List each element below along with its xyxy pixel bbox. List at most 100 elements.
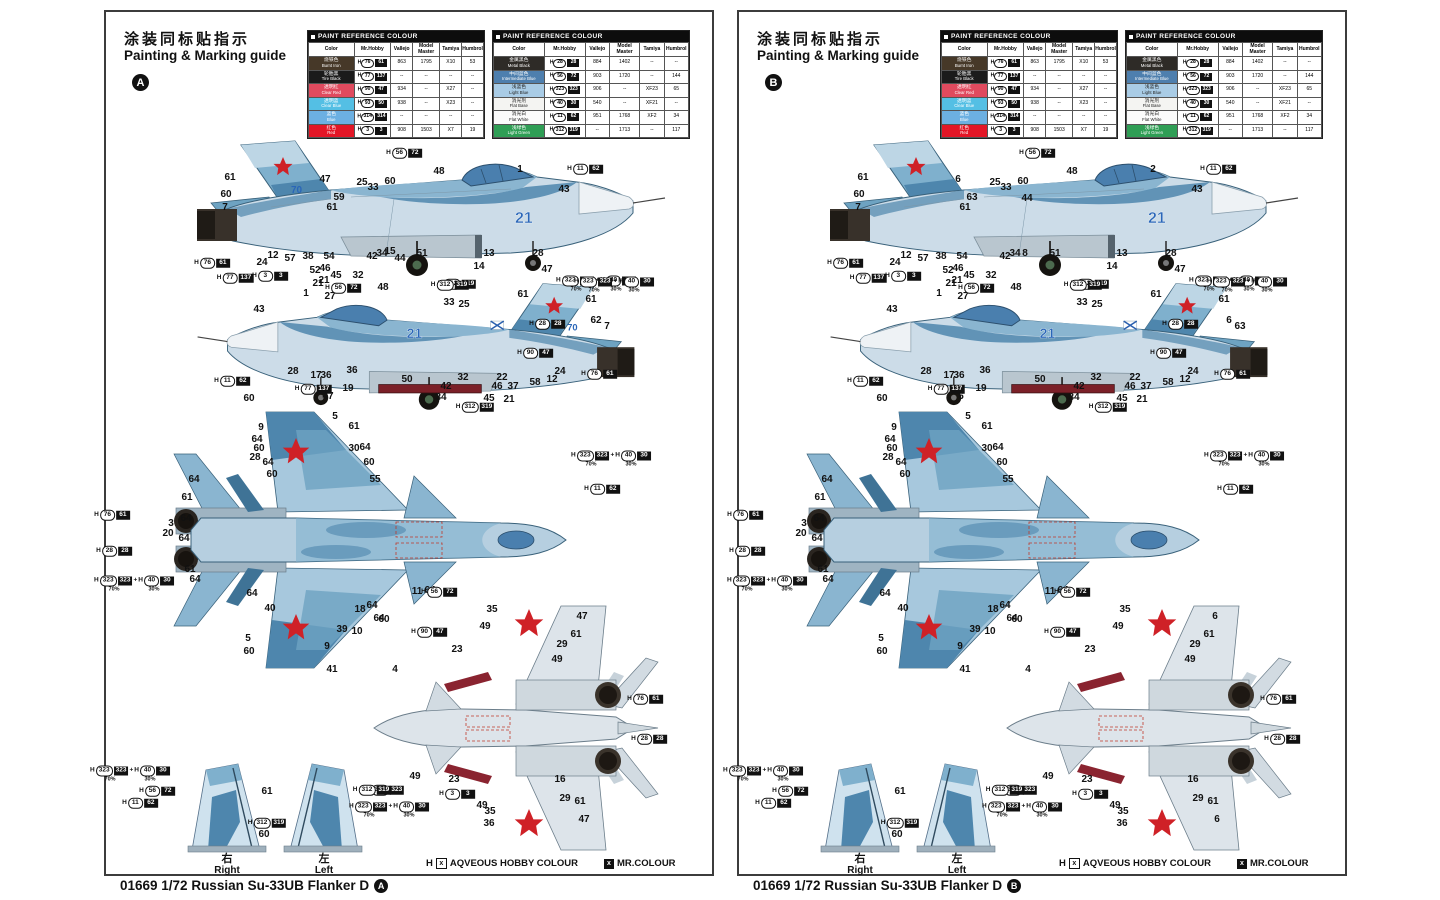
legend-h: H <box>1059 858 1066 869</box>
callout-number: 49 <box>476 800 488 811</box>
callout-number: 60 <box>243 646 255 657</box>
callout-number: 64 <box>188 474 200 485</box>
callout-number: 47 <box>322 391 334 402</box>
callout-number: 22 <box>1129 372 1141 383</box>
callout-number: 3 <box>168 518 174 529</box>
callout-number: 60 <box>876 646 888 657</box>
column-header: Model Master <box>1045 42 1074 57</box>
bottom-view-illustration <box>1006 605 1292 851</box>
callout-number: 61 <box>1218 294 1230 305</box>
callout-number: 2 <box>1150 164 1156 175</box>
callout-number: 58 <box>1162 377 1174 388</box>
red-star <box>282 614 310 640</box>
callout-number: 18 <box>354 604 366 615</box>
callout-number: 45 <box>330 270 342 281</box>
side-number: 21 <box>1148 210 1166 227</box>
flap-actuator <box>1077 672 1125 692</box>
callout-number: 6 <box>1226 315 1232 326</box>
callout-number: 57 <box>917 253 929 264</box>
callout-number: 21 <box>951 275 963 286</box>
callout-number: 62 <box>590 315 602 326</box>
red-star <box>1147 609 1177 637</box>
callout-number: 41 <box>326 664 338 675</box>
paint-value-cell: -- <box>584 123 611 138</box>
callout-number: 29 <box>1189 639 1201 650</box>
callout-number: 59 <box>333 192 345 203</box>
panel-a: 涂装同标贴指示 Painting & Marking guide A PAINT… <box>90 10 714 876</box>
callout-number: 61 <box>585 294 597 305</box>
panel-b: 涂装同标贴指示 Painting & Marking guide B PAINT… <box>723 10 1347 876</box>
column-header: Vallejo <box>1023 42 1047 57</box>
callout-number: 9 <box>957 641 963 652</box>
callout-number: 48 <box>1010 282 1022 293</box>
callout-number: 60 <box>996 457 1008 468</box>
footer-letter-badge: B <box>1007 878 1022 893</box>
paint-value-cell: 53 <box>461 56 484 71</box>
column-header: Model Master <box>1241 42 1274 57</box>
callout-number: 15 <box>384 246 396 257</box>
rudders-illustration <box>187 763 363 853</box>
callout-number: 45 <box>483 393 495 404</box>
callout-number: 18 <box>987 604 999 615</box>
paint-value-cell: 117 <box>663 123 690 138</box>
callout-number: 32 <box>457 372 469 383</box>
callout-number: 64 <box>251 434 263 445</box>
callout-number: 17 <box>943 370 955 381</box>
callout-number: 36 <box>320 370 332 381</box>
callout-number: 34 <box>376 248 388 259</box>
callout-number: 20 <box>795 528 807 539</box>
paint-value-cell: -- <box>1045 83 1074 98</box>
white-box-icon: x <box>435 858 447 869</box>
column-header: Tamiya <box>1272 42 1298 57</box>
red-star <box>514 609 544 637</box>
callout-number: 50 <box>1034 374 1046 385</box>
callout-number: 60 <box>253 443 265 454</box>
callout-number: 38 <box>935 251 947 262</box>
callout-number: 64 <box>884 434 896 445</box>
footer-text: 01669 1/72 Russian Su-33UB Flanker D <box>753 878 1003 893</box>
callout-number: 12 <box>900 250 912 261</box>
callout-number: 29 <box>556 639 568 650</box>
table-title: PAINT REFERENCE COLOUR <box>1126 31 1322 42</box>
callout-number: 33 <box>1000 182 1012 193</box>
callout-number: 51 <box>416 248 428 259</box>
callout-number: 35 <box>1119 604 1131 615</box>
callout-number: 49 <box>409 771 421 782</box>
red-star <box>915 438 943 464</box>
paint-value-cell: 540 <box>1217 96 1244 111</box>
callout-number: 45 <box>963 270 975 281</box>
column-header: Mr.Hobby <box>1176 42 1219 57</box>
callout-number: 7 <box>855 202 861 213</box>
callout-number: 61 <box>1150 289 1162 300</box>
callout-number: 1 <box>936 288 942 299</box>
callout-number: 48 <box>1066 166 1078 177</box>
callout-number: 64 <box>246 588 258 599</box>
callout-number: 9 <box>258 422 264 433</box>
flap-actuator <box>1077 764 1125 784</box>
